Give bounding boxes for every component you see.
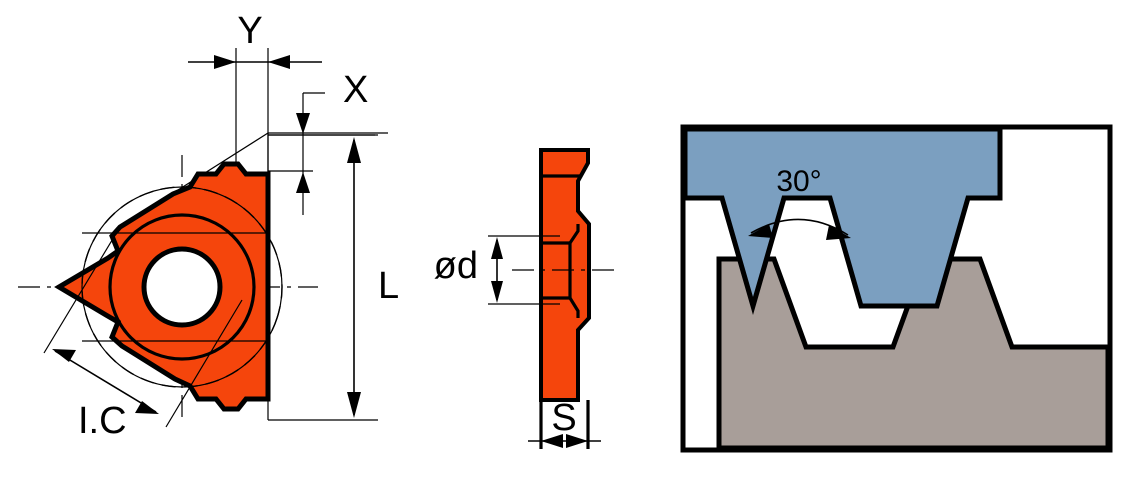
- side-view-bore-upper-chamfer: [568, 224, 580, 244]
- thread-profile-group: 30°: [680, 124, 1113, 453]
- angle-arc-30: [750, 218, 849, 236]
- extension-line-ic-start: [43, 226, 121, 354]
- side-view-group: ød S: [434, 148, 620, 449]
- dimension-label-ic: I.C: [78, 400, 127, 442]
- dimension-label-thickness: S: [551, 397, 576, 439]
- arrowhead-thickness-right: [566, 434, 588, 448]
- arrowhead-y-right: [268, 55, 290, 69]
- arrowhead-angle-right: [826, 225, 851, 240]
- arrowhead-ic-start: [52, 349, 76, 362]
- arrowhead-x-upper: [296, 113, 310, 134]
- side-view-body: [539, 148, 591, 402]
- dimension-label-diameter: ød: [434, 245, 478, 287]
- arrowhead-angle-left: [748, 224, 773, 238]
- dimension-label-y: Y: [237, 10, 262, 52]
- arrowhead-ic-end: [135, 401, 159, 414]
- arrowhead-l-bottom: [347, 392, 361, 418]
- arrowhead-thickness-left: [541, 434, 563, 448]
- side-view-bore-lower-chamfer: [568, 297, 580, 318]
- arrowhead-y-left: [214, 55, 236, 69]
- arrowhead-x-lower: [296, 172, 310, 193]
- arrowhead-diameter-top: [491, 237, 503, 259]
- dimension-line-ic: [54, 350, 157, 413]
- tool-insert-profile: [682, 126, 1003, 316]
- insert-hidden-circle: [81, 186, 283, 388]
- angle-label-30deg: 30°: [776, 165, 821, 198]
- extension-line-ic-end: [165, 299, 243, 428]
- arrowhead-l-top: [347, 137, 361, 163]
- insert-center-hole: [141, 246, 223, 328]
- dimension-label-x: X: [343, 69, 368, 111]
- front-view-group: Y X L: [18, 10, 399, 442]
- arrowhead-diameter-bottom: [491, 281, 503, 303]
- workpiece-profile: [716, 256, 1111, 451]
- insert-middle-ring: [108, 213, 256, 361]
- dimension-label-l: L: [378, 265, 399, 307]
